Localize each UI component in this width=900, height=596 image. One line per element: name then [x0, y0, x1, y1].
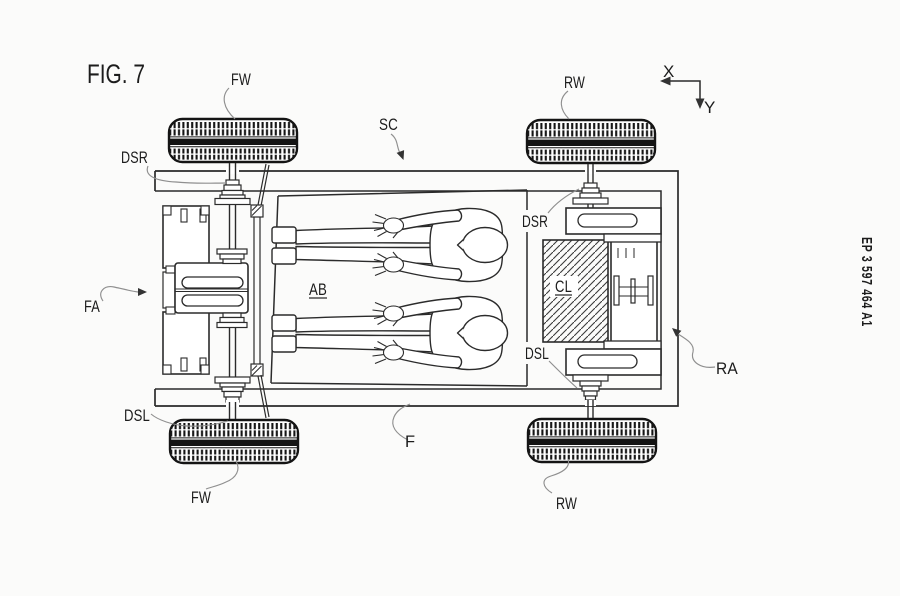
front-drive-shaft-upper — [214, 163, 251, 265]
leader-dsl-right — [548, 360, 578, 389]
rear-wheel-top — [527, 120, 655, 163]
platform-ab — [270, 189, 528, 387]
label-dsl-left: DSL — [124, 407, 150, 425]
occupant-right — [271, 207, 509, 283]
figure-title: FIG. 7 — [87, 59, 145, 89]
leader-fa — [100, 286, 139, 302]
leader-f — [392, 403, 411, 441]
ra-arrowhead — [672, 328, 682, 337]
label-fw-bottom: FW — [191, 489, 211, 507]
label-fw-top: FW — [231, 71, 251, 89]
front-axle-assembly — [162, 163, 270, 419]
patent-number: EP 3 597 464 A1 — [858, 237, 875, 327]
leader-fw-bottom — [205, 460, 239, 490]
label-f: F — [405, 433, 415, 451]
label-dsr-left: DSR — [121, 149, 148, 167]
rear-axle-assembly — [542, 164, 662, 418]
label-ra: RA — [716, 360, 738, 378]
rear-wheel-bottom — [528, 419, 656, 462]
label-rw-top: RW — [564, 74, 585, 92]
rear-strut-upper — [572, 164, 609, 208]
leader-dsr-left — [146, 165, 227, 184]
rear-gearbox — [610, 237, 658, 343]
steering-linkage — [250, 163, 270, 419]
leader-fw-top — [223, 87, 236, 120]
front-motor-lower — [162, 311, 210, 375]
fa-arrowhead — [138, 288, 147, 296]
label-fa: FA — [84, 298, 100, 316]
x-axis-arrow — [660, 76, 671, 86]
front-wheel-top — [169, 119, 297, 162]
rear-motor-lower — [565, 340, 662, 376]
leader-dsr-right — [547, 188, 580, 214]
leader-dsl-left — [150, 413, 229, 427]
occupant-left — [271, 295, 509, 371]
y-axis-arrow — [695, 98, 705, 109]
front-motor-upper — [162, 205, 210, 269]
leader-rw-bottom — [543, 458, 570, 494]
x-axis-label: X — [663, 62, 674, 81]
y-axis-label: Y — [704, 98, 715, 117]
leader-ra — [677, 333, 716, 368]
label-cl: CL — [555, 278, 572, 296]
central-unit-cl — [542, 239, 609, 343]
sc-arrowhead — [396, 150, 405, 160]
chassis-frame — [154, 170, 679, 407]
label-sc: SC — [379, 116, 398, 134]
label-rw-bottom: RW — [556, 495, 577, 513]
label-dsr-right: DSR — [522, 213, 548, 231]
label-dsl-right: DSL — [525, 345, 549, 363]
leader-lines — [100, 87, 716, 494]
axes-lines — [666, 80, 701, 103]
label-ab: AB — [309, 281, 327, 299]
leader-rw-top — [560, 90, 570, 120]
coordinate-axes: X Y — [660, 62, 715, 117]
rear-strut-lower — [572, 374, 609, 418]
front-gearbox — [162, 262, 249, 315]
front-drive-shaft-lower — [214, 312, 251, 419]
rear-motor-upper — [565, 207, 662, 243]
